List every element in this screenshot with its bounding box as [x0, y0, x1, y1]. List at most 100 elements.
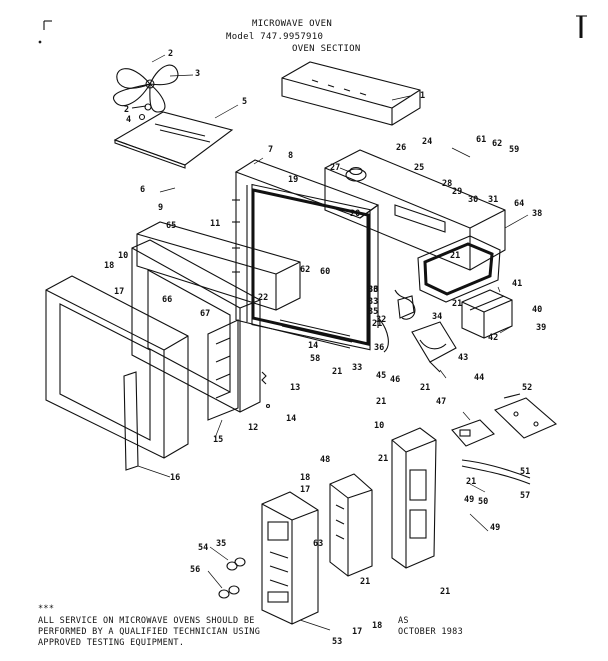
part-2-4-fan-hardware [131, 103, 152, 121]
part-label: 17 [114, 287, 125, 297]
revision-date: OCTOBER 1983 [398, 627, 464, 637]
part-label: 15 [213, 435, 224, 445]
part-label: 27 [330, 163, 341, 173]
part-label: 21 [420, 383, 431, 393]
part-label: 43 [458, 353, 469, 363]
part-label: 26 [396, 143, 407, 153]
part-label: 62 [300, 265, 311, 275]
part-label: 60 [320, 267, 331, 277]
part-label: 10 [374, 421, 385, 431]
part-label: 39 [536, 323, 547, 333]
part-label: 32 [376, 315, 387, 325]
part-label: 50 [478, 497, 489, 507]
part-label: 10 [118, 251, 129, 261]
part-label: 2 [168, 49, 174, 59]
part-label: 9 [158, 203, 164, 213]
part-15-outer-door [45, 275, 189, 459]
part-label: 21 [378, 454, 389, 464]
part-label: 36 [374, 343, 385, 353]
part-label: 3 [195, 69, 201, 79]
part-label: 59 [509, 145, 520, 155]
part-16-door-handle [123, 371, 139, 471]
part-label: 19 [288, 175, 299, 185]
part-label: 14 [286, 414, 297, 424]
part-label: 21 [332, 367, 343, 377]
service-warning-line-2: PERFORMED BY A QUALIFIED TECHNICIAN USIN… [38, 627, 261, 637]
part-3-fan-blade [113, 64, 179, 113]
part-label: 21 [360, 577, 371, 587]
part-19-20-oven-cavity [232, 159, 380, 351]
part-53-control-panel [261, 491, 319, 625]
part-label: 47 [436, 397, 447, 407]
part-label: 2 [124, 105, 130, 115]
part-label: 21 [452, 299, 463, 309]
part-label: 67 [200, 309, 211, 319]
part-label: 34 [432, 312, 443, 322]
part-label: 13 [290, 383, 301, 393]
model-number: Model 747.9957910 [226, 32, 324, 42]
part-34-36-bracket [379, 289, 416, 353]
part-label: 40 [532, 305, 543, 315]
part-label: 54 [198, 543, 209, 553]
service-warning-line-3: APPROVED TESTING EQUIPMENT. [38, 638, 185, 648]
part-label: 29 [452, 187, 463, 197]
part-label: 16 [170, 473, 181, 483]
part-label: 8 [288, 151, 294, 161]
part-label: 66 [162, 295, 173, 305]
part-label: 53 [332, 637, 343, 647]
part-label: 11 [210, 219, 221, 229]
part-label: 30 [468, 195, 479, 205]
part-label: 33 [368, 285, 379, 295]
part-label: 46 [390, 375, 401, 385]
part-label: 41 [512, 279, 523, 289]
part-9-65-door-frame [136, 221, 301, 311]
part-label: 33 [352, 363, 363, 373]
part-label: 17 [352, 627, 363, 637]
part-10-22-door-choke [131, 239, 261, 413]
part-1-vent-housing [281, 61, 421, 126]
diagram-title: MICROWAVE OVEN [252, 19, 333, 29]
part-43-46-interlock [411, 321, 457, 373]
part-50-control-bracket [391, 427, 437, 569]
part-label: 57 [520, 491, 531, 501]
part-label: 18 [104, 261, 115, 271]
part-label: 24 [422, 137, 433, 147]
part-label: 48 [320, 455, 331, 465]
footnote-marker: *** [38, 604, 55, 614]
part-label: 36 [368, 285, 379, 295]
part-label: 61 [476, 135, 487, 145]
part-label: 63 [313, 539, 324, 549]
section-name: OVEN SECTION [292, 44, 361, 54]
part-label: 21 [440, 587, 451, 597]
part-label: 21 [372, 319, 383, 329]
part-12-latch-bracket [207, 319, 239, 421]
part-label: 58 [310, 354, 321, 364]
part-52-mounting-plate [493, 393, 558, 439]
part-label: 7 [268, 145, 274, 155]
revision-code: AS [398, 616, 409, 626]
part-label: 44 [474, 373, 485, 383]
part-label: 21 [450, 251, 461, 261]
part-64-side-frame [417, 235, 501, 303]
part-label: 52 [522, 383, 533, 393]
part-label: 35 [216, 539, 227, 549]
part-label: 20 [350, 209, 361, 219]
part-label: 38 [532, 209, 543, 219]
part-label: 56 [190, 565, 201, 575]
part-label: 49 [490, 523, 501, 533]
part-label: 22 [258, 293, 269, 303]
part-label: 49 [464, 495, 475, 505]
part-label: 21 [466, 477, 477, 487]
leader-lines [137, 54, 529, 631]
part-label: 14 [308, 341, 319, 351]
part-47-switch [451, 419, 495, 447]
part-54-56-knobs [218, 557, 246, 599]
part-40-42-transformer [461, 289, 513, 339]
part-label: 28 [442, 179, 453, 189]
part-label: 33 [368, 297, 379, 307]
corner-mark-right [576, 15, 587, 38]
part-label: 1 [420, 91, 426, 101]
part-label: 25 [414, 163, 425, 173]
part-5-cover-plate [113, 111, 234, 169]
